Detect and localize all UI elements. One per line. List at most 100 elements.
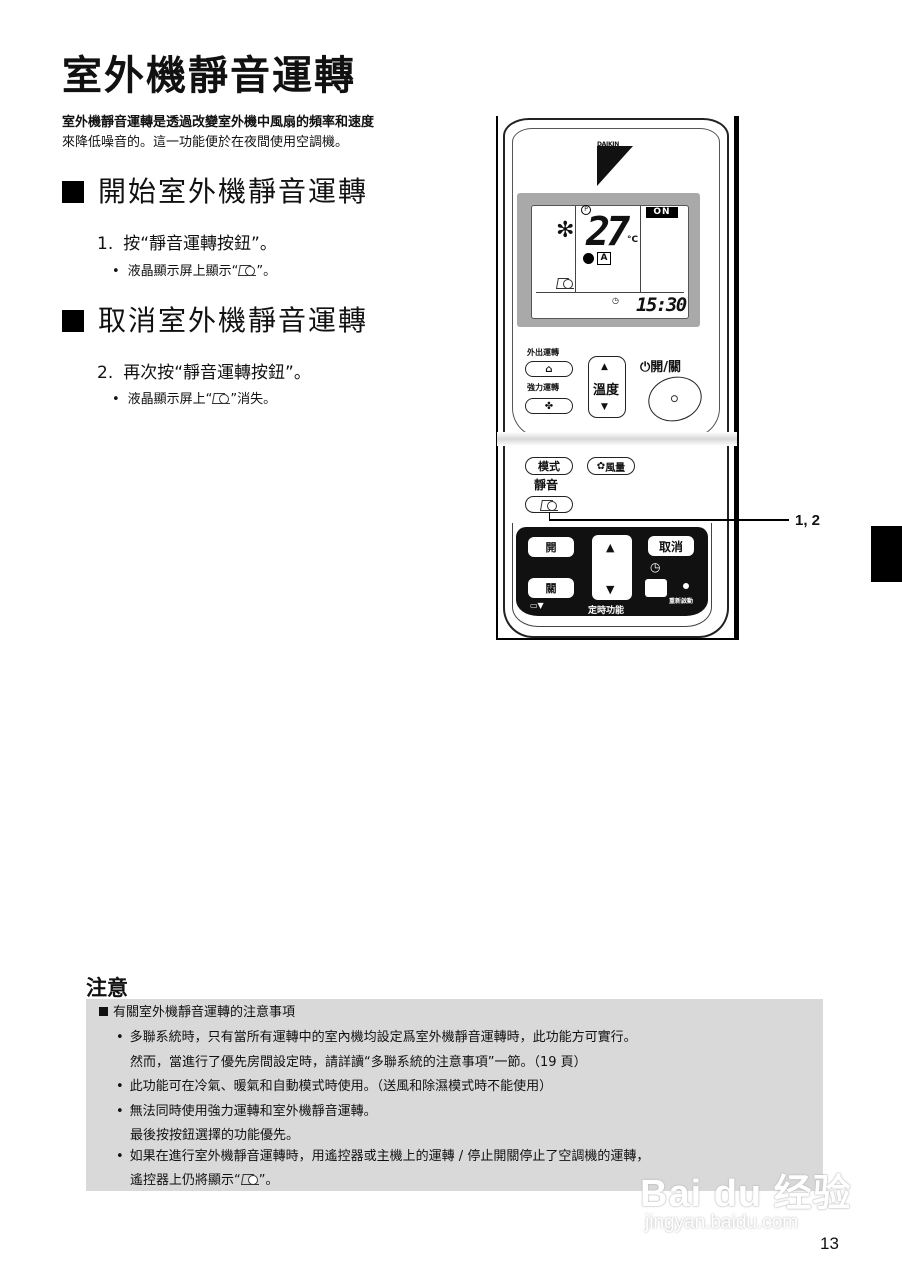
intro-paragraph: 室外機靜音運轉是透過改變室外機中風扇的頻率和速度 來降低噪音的。這一功能便於在夜… xyxy=(62,113,374,153)
note-text: 最後按按鈕選擇的功能優先。 xyxy=(130,1128,300,1143)
square-bullet-icon xyxy=(62,181,84,203)
bullet-icon: • xyxy=(116,1079,124,1094)
fan-speed-button[interactable]: ✿風量 xyxy=(587,457,635,475)
bullet-icon: • xyxy=(116,1030,124,1045)
intro-line-2: 來降低噪音的。這一功能便於在夜間使用空調機。 xyxy=(62,135,349,150)
lcd-on-status: ON xyxy=(646,207,678,218)
note-suffix: ”。 xyxy=(256,264,277,279)
fan-speed-label: 風量 xyxy=(605,462,626,474)
powerful-icon: ✤ xyxy=(544,400,554,412)
timer-label: 定時功能 xyxy=(588,606,625,616)
step-number: 2. xyxy=(97,363,114,383)
clock-button[interactable] xyxy=(645,579,667,597)
note-text: 液晶顯示屏上顯示“ xyxy=(127,264,239,279)
step-text: 按“靜音運轉按鈕”。 xyxy=(123,234,277,254)
note-item: • 無法同時使用強力運轉和室外機靜音運轉。 xyxy=(116,1105,377,1118)
note-text: 此功能可在冷氣、暖氣和自動模式時使用。（送風和除濕模式時不能使用） xyxy=(129,1079,553,1094)
note-item: • 如果在進行室外機靜音運轉時，用遙控器或主機上的運轉 / 停止開關停止了空調機的… xyxy=(116,1150,649,1163)
note-text: 遙控器上仍將顯示“ xyxy=(130,1173,241,1188)
note-text: 多聯系統時，只有當所有運轉中的室內機均設定爲室外機靜音運轉時，此功能方可實行。 xyxy=(129,1030,637,1045)
square-bullet-icon xyxy=(62,310,84,332)
powerful-button[interactable]: ✤ xyxy=(525,398,573,414)
notes-title: 注意 xyxy=(86,976,128,1000)
watermark-url: jingyan.baidu.com xyxy=(645,1212,799,1233)
intro-line-1: 室外機靜音運轉是透過改變室外機中風扇的頻率和速度 xyxy=(62,115,375,130)
note-item-continued: 然而，當進行了優先房間設定時，請詳讀“多聯系統的注意事項”一節。（19 頁） xyxy=(130,1056,587,1069)
step-number: 1. xyxy=(97,234,114,254)
away-label: 外出運轉 xyxy=(527,348,559,357)
note-item-continued: 最後按按鈕選擇的功能優先。 xyxy=(130,1129,299,1142)
clock-icon: ◷ xyxy=(650,560,661,574)
lcd-time: 15:30 xyxy=(636,294,687,316)
bullet-icon: • xyxy=(112,392,120,407)
step-1-note: • 液晶顯示屏上顯示“ ”。 xyxy=(112,263,276,278)
step-2: 2.再次按“靜音運轉按鈕”。 xyxy=(97,365,311,382)
note-item-continued: 遙控器上仍將顯示“ ”。 xyxy=(130,1172,279,1187)
brand-label: DAIKIN xyxy=(597,141,619,148)
lcd-temperature: 27 xyxy=(586,209,630,255)
lcd-temp-unit: °C xyxy=(627,235,639,245)
section-cancel-title: 取消室外機靜音運轉 xyxy=(62,307,368,335)
outdoor-quiet-button[interactable] xyxy=(525,496,573,513)
power-button-dot xyxy=(670,394,679,403)
powerful-indicator-icon: P xyxy=(581,205,591,215)
note-text: 然而，當進行了優先房間設定時，請詳讀“多聯系統的注意事項”一節。（19 頁） xyxy=(130,1055,587,1070)
timer-on-button[interactable]: 開 xyxy=(528,537,574,557)
lcd-divider xyxy=(536,292,684,293)
page-title: 室外機靜音運轉 xyxy=(62,53,356,99)
note-suffix: ”消失。 xyxy=(230,392,277,407)
callout-label: 1, 2 xyxy=(795,512,821,529)
section-start-title-text: 開始室外機靜音運轉 xyxy=(98,175,369,208)
timer-adjust-button[interactable]: ▲ ▼ xyxy=(592,535,632,600)
section-start-title: 開始室外機靜音運轉 xyxy=(62,178,368,206)
callout-line xyxy=(549,512,550,520)
bullet-icon: • xyxy=(112,264,120,279)
power-icon: ⏻ xyxy=(640,360,651,375)
temperature-label: 溫度 xyxy=(593,383,620,398)
temperature-button[interactable]: ▲ 溫度 ▼ xyxy=(588,356,626,418)
remote-cover-shadow xyxy=(497,432,737,446)
powerful-label: 強力運轉 xyxy=(527,383,559,392)
square-bullet-icon xyxy=(99,1007,108,1016)
note-text: 無法同時使用強力運轉和室外機靜音運轉。 xyxy=(129,1104,377,1119)
arrow-up-icon[interactable]: ▲ xyxy=(606,541,615,554)
lcd-divider xyxy=(640,206,641,293)
quiet-mode-icon xyxy=(240,1172,259,1185)
baidu-watermark: Bai du 经验 xyxy=(640,1173,852,1215)
away-button[interactable]: ⌂ xyxy=(525,361,573,377)
mode-button[interactable]: 模式 xyxy=(525,457,573,475)
fan-icon xyxy=(583,253,594,264)
fan-icon: ✿ xyxy=(596,460,606,472)
note-text: 液晶顯示屏上“ xyxy=(127,392,213,407)
note-suffix: ”。 xyxy=(258,1173,279,1188)
chapter-tab xyxy=(871,526,902,582)
arrow-up-icon[interactable]: ▲ xyxy=(601,362,608,372)
power-label-text: 開/關 xyxy=(650,360,682,375)
reset-label: 重新啟動 xyxy=(669,598,694,605)
home-icon: ⌂ xyxy=(545,363,553,375)
step-2-note: • 液晶顯示屏上“ ”消失。 xyxy=(112,391,276,406)
bullet-icon: • xyxy=(116,1104,124,1119)
callout-line xyxy=(549,519,789,521)
section-cancel-title-text: 取消室外機靜音運轉 xyxy=(98,304,369,337)
lcd-divider xyxy=(575,206,576,293)
arrow-down-icon[interactable]: ▼ xyxy=(601,402,608,412)
note-item: • 此功能可在冷氣、暖氣和自動模式時使用。（送風和除濕模式時不能使用） xyxy=(116,1080,552,1093)
quiet-mode-icon xyxy=(540,498,558,511)
daikin-logo-icon xyxy=(597,146,633,186)
timer-panel-outline xyxy=(512,523,712,627)
timer-off-button[interactable]: 關 xyxy=(528,578,574,598)
clock-icon: ◷ xyxy=(612,296,619,305)
cancel-button[interactable]: 取消 xyxy=(648,536,694,556)
remote-illustration-frame xyxy=(496,116,739,640)
note-text: 如果在進行室外機靜音運轉時，用遙控器或主機上的運轉 / 停止開關停止了空調機的運… xyxy=(129,1149,650,1164)
quiet-mode-icon xyxy=(238,263,257,276)
page-number: 13 xyxy=(820,1234,839,1253)
arrow-down-icon[interactable]: ▼ xyxy=(606,583,615,596)
power-label: ⏻開/關 xyxy=(640,356,681,375)
reset-button[interactable] xyxy=(683,583,689,589)
battery-icon: ▭▼ xyxy=(530,601,544,610)
bullet-icon: • xyxy=(116,1149,124,1164)
quiet-label: 靜音 xyxy=(534,478,559,492)
notes-heading-text: 有關室外機靜音運轉的注意事項 xyxy=(113,1005,296,1020)
